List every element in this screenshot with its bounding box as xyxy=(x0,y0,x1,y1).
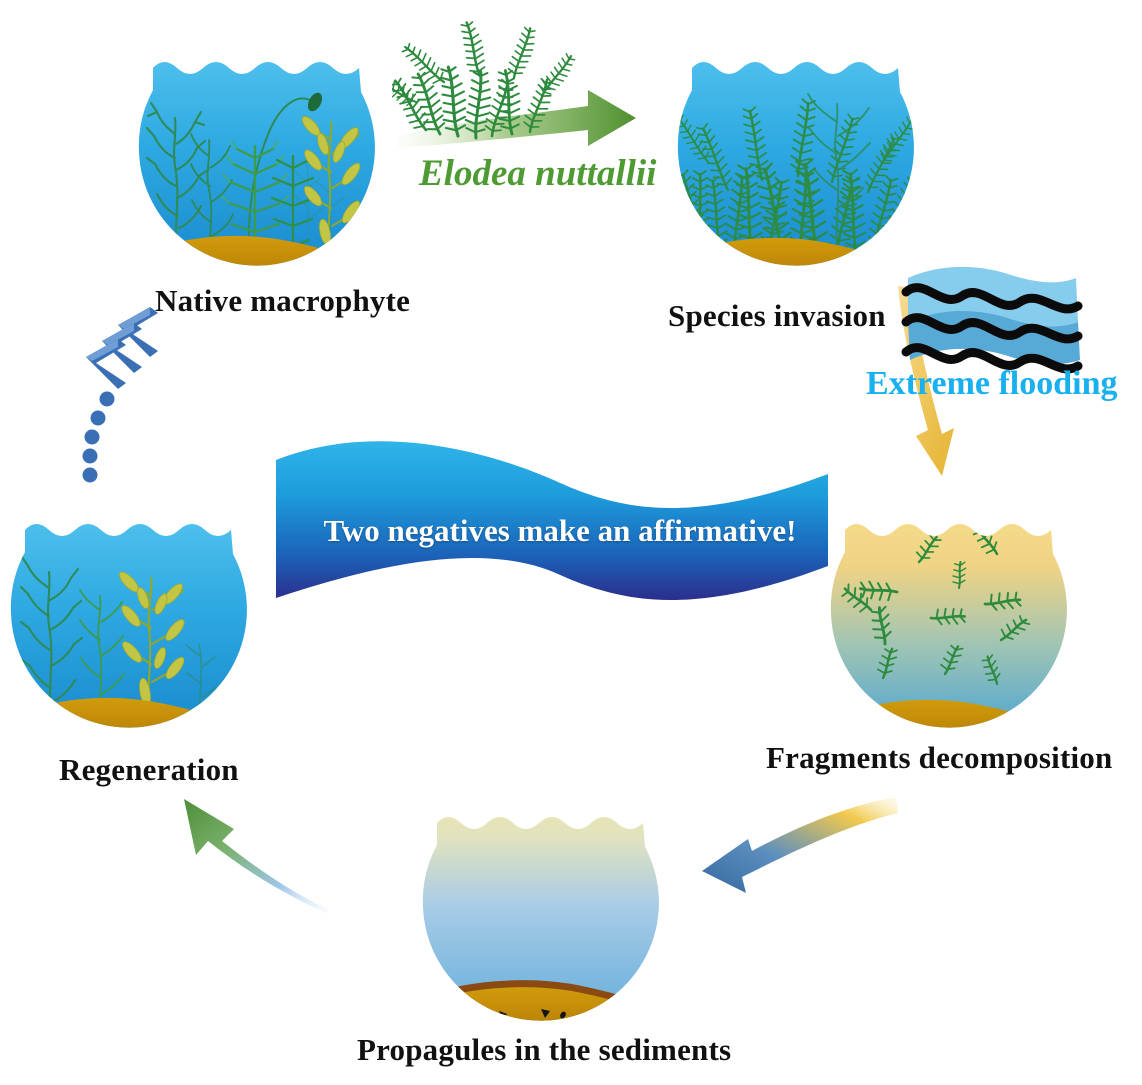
regeneration-scene xyxy=(10,524,247,728)
node-label-regeneration: Regeneration xyxy=(59,752,239,787)
flood-wave-icon xyxy=(901,266,1083,374)
transition-elodea-introduction xyxy=(392,18,642,158)
chevron-trail-dots xyxy=(82,391,115,483)
transition-propagules-regrow xyxy=(150,785,400,925)
transition-label-elodea: Elodea nuttallii xyxy=(419,153,657,194)
fragments-scene xyxy=(830,524,1067,728)
node-propagules-in-sediments xyxy=(417,785,665,1035)
blue-chevrons-icon xyxy=(86,307,158,389)
transition-extreme-flooding xyxy=(880,260,1142,510)
node-species-invasion xyxy=(672,30,920,280)
banner-ribbon xyxy=(276,441,828,601)
native-scene xyxy=(138,62,375,266)
blue-down-left-arrow-icon xyxy=(702,797,898,893)
invasion-scene xyxy=(677,62,914,266)
node-native-macrophyte xyxy=(133,30,381,280)
transition-recovery-to-native xyxy=(58,285,208,485)
node-fragments-decomposition xyxy=(825,492,1073,742)
transition-fragments-settle xyxy=(690,795,900,925)
propagules-scene xyxy=(422,817,659,1021)
node-label-species-invasion: Species invasion xyxy=(668,298,886,333)
banner-text: Two negatives make an affirmative! xyxy=(323,513,797,548)
node-regeneration xyxy=(5,492,253,742)
green-up-left-arrow-icon xyxy=(184,799,330,915)
node-label-native-macrophyte: Native macrophyte xyxy=(155,283,411,318)
node-label-propagules-in-sediments: Propagules in the sediments xyxy=(357,1032,732,1067)
center-banner xyxy=(272,438,832,618)
transition-label-extreme-flooding: Extreme flooding xyxy=(866,365,1118,402)
node-label-fragments-decomposition: Fragments decomposition xyxy=(766,740,1113,775)
